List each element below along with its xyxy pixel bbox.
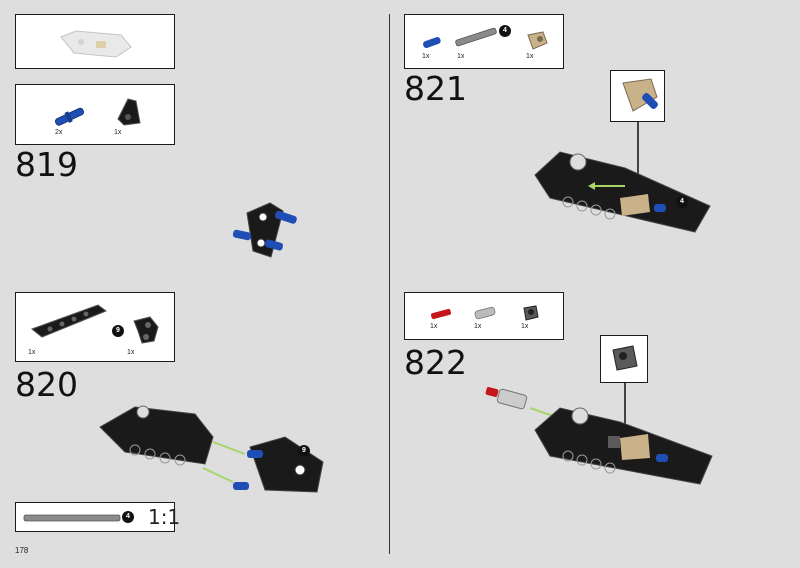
step-number-822: 822	[404, 343, 467, 382]
step-821-callout-badge: 4	[676, 196, 688, 208]
step-822-assembly-image	[485, 382, 713, 485]
step-821-part-2-badge: 4	[499, 25, 511, 37]
tan-connector-with-pin-image	[622, 78, 658, 112]
page-number: 178	[15, 546, 29, 555]
dark-grey-connector-image	[612, 345, 638, 371]
tan-connector-icon	[527, 31, 548, 50]
step-820-assembly-image	[99, 405, 324, 493]
black-angled-liftarm-icon	[133, 316, 159, 344]
step-number-820: 820	[15, 365, 78, 404]
page-divider	[389, 14, 390, 554]
overview-model-image	[60, 30, 132, 58]
step-822-part-2-qty: 1x	[474, 323, 482, 330]
step-820-part-1-qty: 1x	[28, 349, 36, 356]
step-822-parts-box: 1x 1x 1x	[404, 292, 564, 340]
dark-grey-connector-icon	[523, 305, 539, 321]
step-820-parts-box: 1x 9 1x	[15, 292, 175, 362]
step-820-part-1-badge: 9	[112, 325, 124, 337]
step-821-part-3-qty: 1x	[526, 53, 534, 60]
blue-pin-icon	[423, 37, 441, 49]
step-821-parts-box: 1x 1x 4 1x	[404, 14, 564, 69]
step-822-callout-box	[600, 335, 648, 383]
step-822-part-3-qty: 1x	[521, 323, 529, 330]
grey-axle-scale-icon	[23, 514, 121, 522]
blue-axle-pin-icon	[55, 107, 84, 126]
step-820-part-2-qty: 1x	[127, 349, 135, 356]
step-821-callout-box	[610, 70, 665, 122]
black-beam-wedge-icon	[117, 98, 141, 126]
step-820-callout-badge: 9	[298, 445, 310, 457]
grey-bush-icon	[474, 306, 496, 320]
grey-axle-icon	[455, 27, 497, 47]
scale-box: 4 1:1	[15, 502, 180, 532]
step-819-part-2-qty: 1x	[114, 129, 122, 136]
step-821-assembly-image	[534, 122, 711, 233]
step-819-assembly-image	[232, 202, 297, 258]
scale-label: 1:1	[148, 505, 181, 529]
step-821-part-2-qty: 1x	[457, 53, 465, 60]
scale-length-badge: 4	[122, 511, 134, 523]
step-821-part-1-qty: 1x	[422, 53, 430, 60]
step-822-part-1-qty: 1x	[430, 323, 438, 330]
black-beam-liftarm-icon	[30, 304, 108, 338]
step-number-821: 821	[404, 69, 467, 108]
overview-thumbnail-box	[15, 14, 175, 69]
red-axle-icon	[431, 308, 451, 320]
step-819-parts-box: 2x 1x	[15, 84, 175, 145]
step-number-819: 819	[15, 145, 78, 184]
step-819-part-1-qty: 2x	[55, 129, 63, 136]
